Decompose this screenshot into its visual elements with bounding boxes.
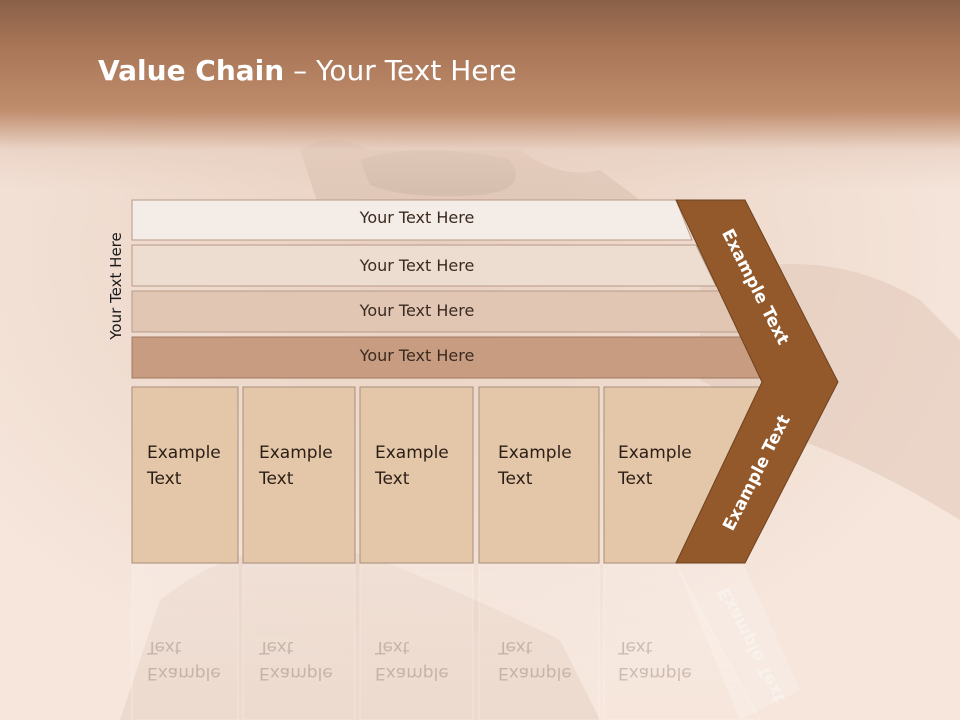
bar-label-2: Your Text Here <box>359 256 475 275</box>
title-bold: Value Chain <box>98 54 285 87</box>
box-1 <box>131 386 239 564</box>
box-4 <box>478 386 600 564</box>
bar-label-1: Your Text Here <box>359 208 475 227</box>
slide-title: Value Chain – Your Text Here <box>98 54 517 87</box>
bar-2 <box>131 244 717 287</box>
bar-label-4: Your Text Here <box>359 346 475 365</box>
title-band <box>0 0 960 190</box>
box-3 <box>359 386 474 564</box>
boxes-reflection <box>131 564 800 720</box>
title-rest: – Your Text Here <box>284 54 517 87</box>
margin-chevron <box>675 199 839 564</box>
bar-label-3: Your Text Here <box>359 301 475 320</box>
bar-1 <box>131 199 693 241</box>
box-2 <box>242 386 356 564</box>
